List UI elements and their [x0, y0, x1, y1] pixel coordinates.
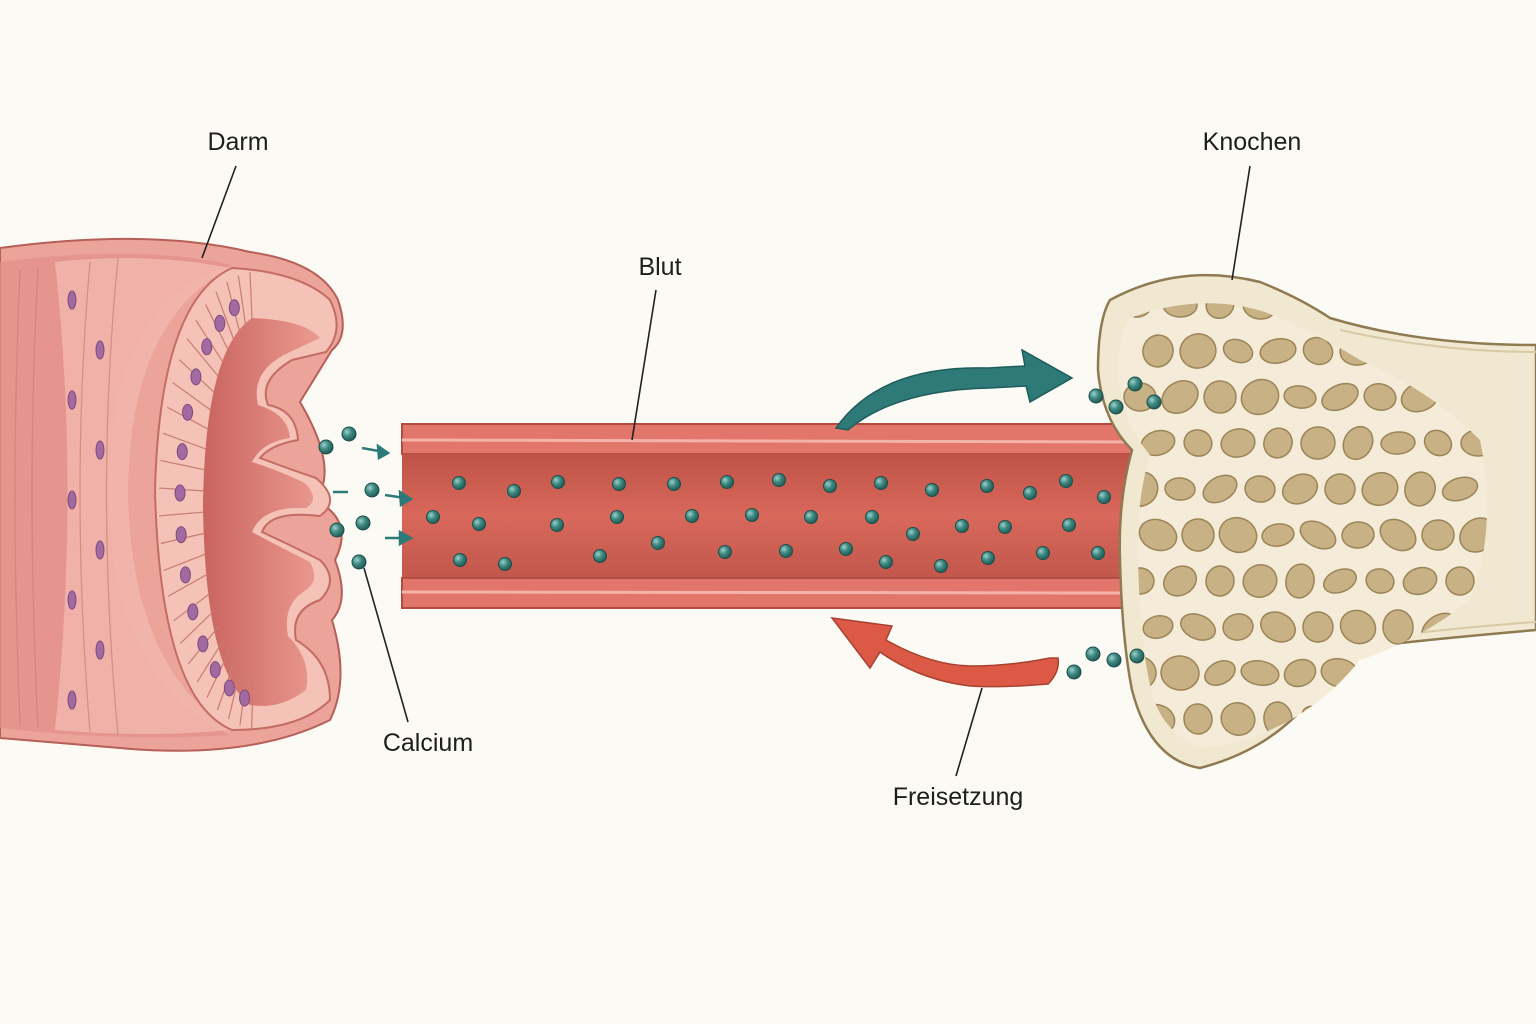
calcium-ion	[498, 557, 512, 571]
cell-nucleus	[187, 603, 199, 621]
calcium-ion	[1085, 646, 1101, 662]
calcium-ion	[1023, 486, 1037, 500]
vessel-lumen	[402, 454, 1142, 578]
calcium-ion	[779, 544, 793, 558]
calcium-ion	[1106, 652, 1122, 668]
calcium-ion	[351, 554, 367, 570]
absorption-arrows	[333, 443, 414, 547]
cell-nucleus	[214, 314, 226, 332]
calcium-ions-free	[318, 376, 1162, 680]
cell-nucleus	[182, 403, 194, 421]
cell-nucleus	[67, 490, 77, 510]
cell-nucleus	[67, 690, 77, 710]
leader-knochen	[1231, 165, 1251, 281]
calcium-ion	[980, 479, 994, 493]
bone-cross-section	[1096, 273, 1536, 770]
curved-arrow-right-icon	[834, 348, 1074, 431]
calcium-ion	[865, 510, 879, 524]
calcium-ion	[934, 559, 948, 573]
leader-calcium	[363, 567, 409, 723]
calcium-ion	[1146, 394, 1162, 410]
calcium-ion	[610, 510, 624, 524]
gut-submucosa-layer	[55, 258, 230, 734]
calcium-ion	[804, 510, 818, 524]
cell-nucleus	[190, 368, 202, 386]
label-darm: Darm	[207, 128, 268, 156]
calcium-ion	[550, 518, 564, 532]
blood-vessel	[401, 423, 1143, 609]
cell-nucleus	[174, 484, 186, 502]
calcium-ion	[318, 439, 334, 455]
cell-nucleus	[179, 566, 191, 584]
calcium-ion	[823, 479, 837, 493]
calcium-ion	[341, 426, 357, 442]
calcium-ion	[998, 520, 1012, 534]
curved-arrow-left-icon	[830, 617, 1060, 688]
cell-nucleus	[239, 689, 251, 707]
calcium-ion	[1062, 518, 1076, 532]
calcium-ion	[329, 522, 345, 538]
cell-nucleus	[197, 635, 209, 653]
cell-nucleus	[95, 440, 105, 460]
gut-lumen	[203, 318, 320, 706]
cell-nucleus	[67, 590, 77, 610]
calcium-ion	[667, 477, 681, 491]
calcium-ion	[1036, 546, 1050, 560]
calcium-ion	[906, 527, 920, 541]
leader-lines	[201, 165, 1251, 777]
leader-freisetzung	[955, 687, 983, 777]
cell-nucleus	[201, 338, 213, 356]
cell-nucleus	[95, 640, 105, 660]
calcium-ion	[1129, 648, 1145, 664]
calcium-ion	[1097, 490, 1111, 504]
calcium-ion	[1088, 388, 1104, 404]
calcium-ion	[925, 483, 939, 497]
calcium-ion	[955, 519, 969, 533]
calcium-ion	[364, 482, 380, 498]
calcium-ion	[1108, 399, 1124, 415]
label-calcium: Calcium	[383, 729, 473, 757]
calcium-ion	[981, 551, 995, 565]
cell-nucleus	[67, 390, 77, 410]
cell-nucleus	[67, 290, 77, 310]
calcium-ion	[718, 545, 732, 559]
leader-blut	[631, 289, 657, 441]
calcium-ion	[507, 484, 521, 498]
cell-nucleus	[95, 540, 105, 560]
calcium-ion	[452, 476, 466, 490]
bone-shaft-line	[1339, 329, 1536, 353]
calcium-ion	[874, 476, 888, 490]
calcium-ion	[453, 553, 467, 567]
cell-nucleus	[223, 679, 235, 697]
calcium-ion	[593, 549, 607, 563]
cell-nucleus	[175, 526, 187, 544]
cell-nucleus	[176, 443, 188, 461]
cell-nucleus	[228, 299, 240, 317]
calcium-ion	[1127, 376, 1143, 392]
cell-nucleus	[209, 661, 221, 679]
calcium-ion	[651, 536, 665, 550]
calcium-ion	[772, 473, 786, 487]
calcium-ion	[426, 510, 440, 524]
calcium-ion	[1059, 474, 1073, 488]
gut-cross-section	[0, 237, 344, 752]
calcium-ion	[685, 509, 699, 523]
cell-nucleus	[95, 340, 105, 360]
label-knochen: Knochen	[1203, 128, 1302, 156]
calcium-ion	[612, 477, 626, 491]
calcium-ion	[1091, 546, 1105, 560]
gut-muscle-layer	[0, 253, 232, 738]
calcium-ion	[1066, 664, 1082, 680]
calcium-ion	[720, 475, 734, 489]
calcium-ion	[879, 555, 893, 569]
calcium-ion	[839, 542, 853, 556]
calcium-ion	[551, 475, 565, 489]
label-freisetzung: Freisetzung	[893, 783, 1024, 811]
calcium-ion	[355, 515, 371, 531]
calcium-ion	[745, 508, 759, 522]
leader-darm	[201, 165, 237, 259]
calcium-ion	[472, 517, 486, 531]
label-blut: Blut	[638, 253, 681, 281]
